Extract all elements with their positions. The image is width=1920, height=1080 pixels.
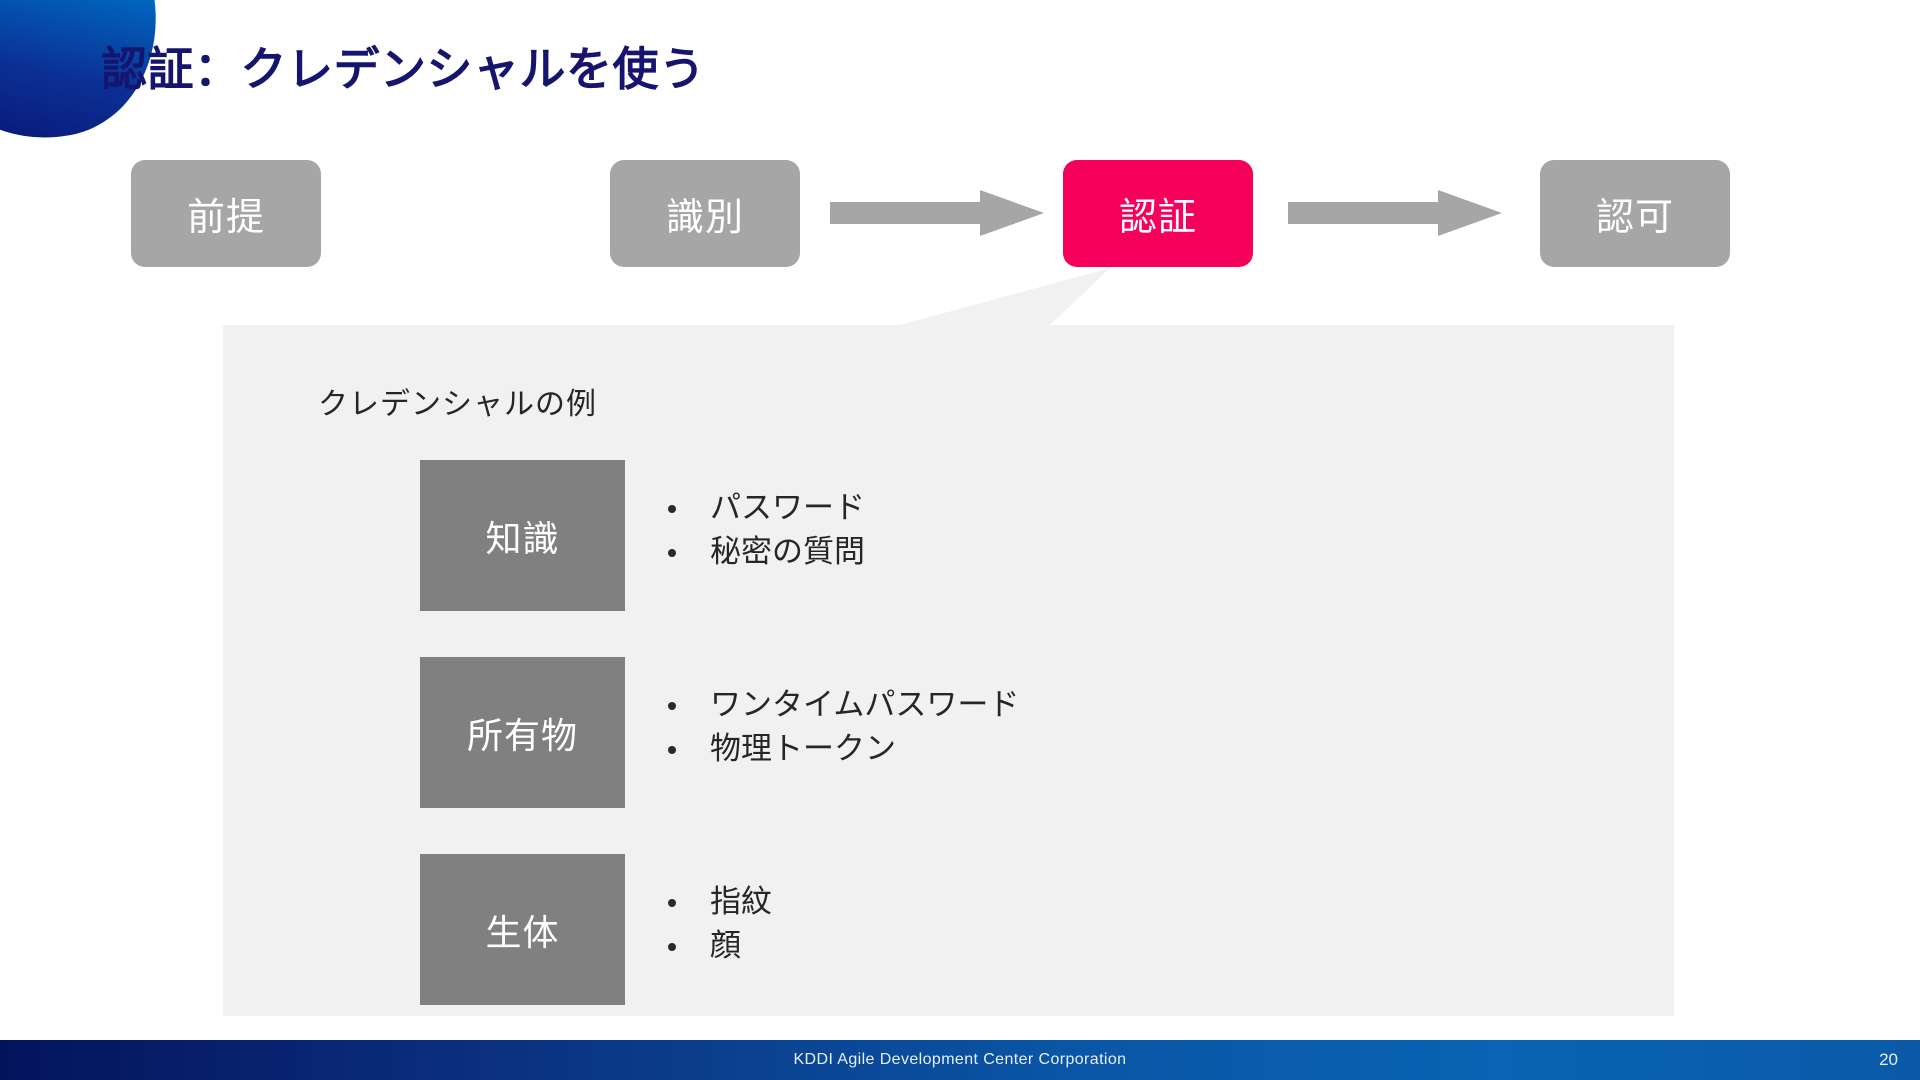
list-item-label: 物理トークン xyxy=(710,731,896,766)
category-items-possession: ワンタイムパスワード 物理トークン xyxy=(658,683,1019,771)
slide-footer: KDDI Agile Development Center Corporatio… xyxy=(0,1040,1920,1080)
footer-page-number: 20 xyxy=(1879,1050,1898,1069)
flow-step-authentication[interactable]: 認証 xyxy=(1063,160,1253,267)
bullet-dot-icon xyxy=(668,702,676,710)
flow-step-label: 前提 xyxy=(186,197,265,239)
category-chip-knowledge: 知識 xyxy=(420,460,625,611)
credential-category-row: 知識 パスワード 秘密の質問 xyxy=(223,460,1674,624)
page-title: 認証：クレデンシャルを使う xyxy=(101,43,706,95)
flow-step-authorization[interactable]: 認可 xyxy=(1540,160,1730,267)
footer-company-name: KDDI Agile Development Center Corporatio… xyxy=(793,1051,1127,1068)
list-item: 顔 xyxy=(658,924,772,968)
flow-step-label: 認可 xyxy=(1595,197,1674,239)
category-items-biometric: 指紋 顔 xyxy=(658,880,772,968)
category-items-knowledge: パスワード 秘密の質問 xyxy=(658,486,865,574)
panel-heading: クレデンシャルの例 xyxy=(318,388,597,421)
category-chip-possession: 所有物 xyxy=(420,657,625,808)
list-item-label: ワンタイムパスワード xyxy=(710,687,1020,722)
list-item-label: パスワード xyxy=(710,490,865,525)
list-item: ワンタイムパスワード xyxy=(658,683,1019,727)
category-label: 所有物 xyxy=(466,714,578,756)
bullet-dot-icon xyxy=(668,549,676,557)
list-item: 指紋 xyxy=(658,880,772,924)
callout-pointer xyxy=(900,268,1110,328)
credential-category-list: 知識 パスワード 秘密の質問 所有物 xyxy=(223,460,1674,1051)
process-flow: 前提 識別 認証 認可 xyxy=(0,160,1920,268)
flow-step-label: 認証 xyxy=(1118,197,1197,239)
flow-step-label: 識別 xyxy=(665,197,744,239)
flow-step-premise[interactable]: 前提 xyxy=(131,160,321,267)
list-item: 物理トークン xyxy=(658,727,1019,771)
category-label: 生体 xyxy=(485,911,560,953)
list-item: 秘密の質問 xyxy=(658,530,865,574)
list-item-label: 指紋 xyxy=(710,884,772,919)
category-label: 知識 xyxy=(485,517,560,559)
credential-category-row: 生体 指紋 顔 xyxy=(223,854,1674,1018)
bullet-dot-icon xyxy=(668,899,676,907)
list-item-label: 顔 xyxy=(710,928,741,963)
flow-arrow-icon xyxy=(1288,190,1502,236)
flow-arrow-icon xyxy=(830,190,1044,236)
list-item-label: 秘密の質問 xyxy=(710,534,865,569)
credential-category-row: 所有物 ワンタイムパスワード 物理トークン xyxy=(223,657,1674,821)
category-chip-biometric: 生体 xyxy=(420,854,625,1005)
credential-examples-panel: クレデンシャルの例 知識 パスワード 秘密の質問 xyxy=(223,325,1674,1016)
bullet-dot-icon xyxy=(668,505,676,513)
bullet-dot-icon xyxy=(668,943,676,951)
bullet-dot-icon xyxy=(668,746,676,754)
flow-step-identify[interactable]: 識別 xyxy=(610,160,800,267)
list-item: パスワード xyxy=(658,486,865,530)
